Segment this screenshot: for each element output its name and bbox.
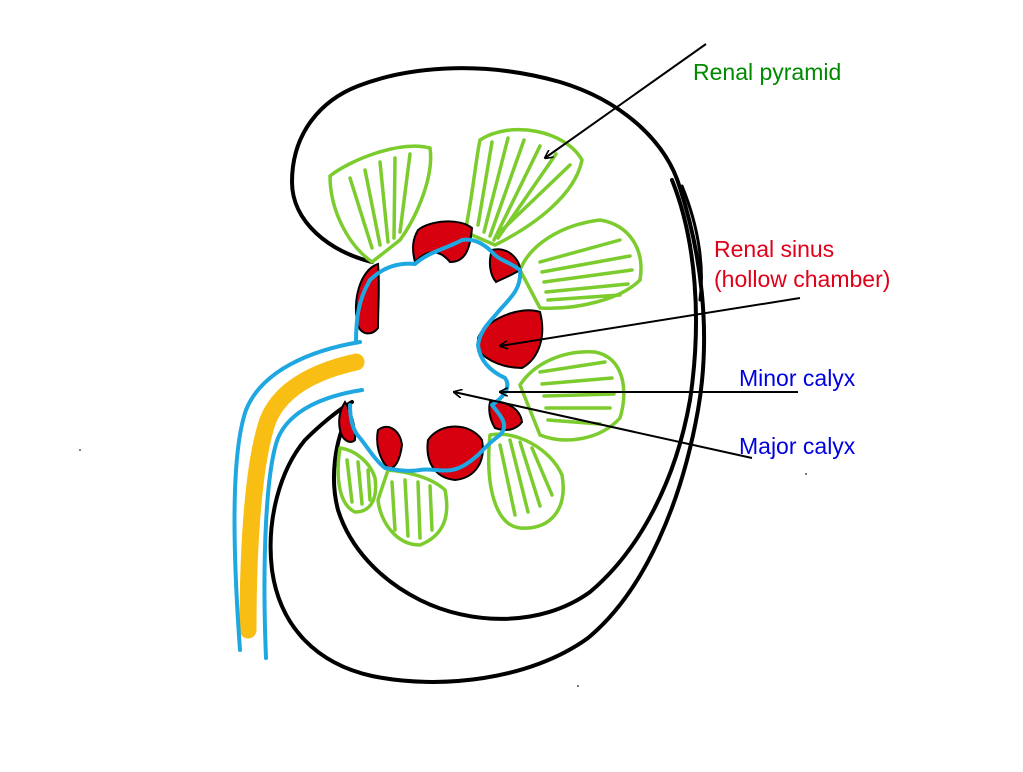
- label-renal-sinus-line2: (hollow chamber): [714, 266, 891, 292]
- pyramid-5-striations: [498, 438, 554, 517]
- kidney-inner-contour-detail: [680, 184, 703, 302]
- ureter-outer-edge: [232, 340, 362, 652]
- calyx-1: [355, 262, 380, 335]
- pyramid-5: [487, 432, 565, 530]
- pyramid-2-striations: [476, 136, 572, 242]
- pyramid-7: [336, 446, 378, 514]
- pyramid-7-striations: [345, 458, 372, 506]
- pointer-renal-pyramid: [545, 43, 707, 158]
- kidney-capsule-outline: [268, 66, 707, 684]
- pointer-major-calyx: [454, 392, 753, 459]
- calyx-2: [412, 220, 474, 265]
- label-minor-calyx: Minor calyx: [739, 365, 856, 391]
- label-major-calyx: Major calyx: [739, 433, 856, 459]
- pyramid-2: [463, 127, 584, 247]
- pyramid-3: [518, 218, 643, 310]
- pyramid-6: [376, 468, 449, 547]
- renal-pelvis-outline: [348, 237, 523, 473]
- pyramid-6-striations: [390, 478, 434, 540]
- label-renal-pyramid: Renal pyramid: [693, 59, 842, 85]
- renal-pyramids: [328, 127, 643, 547]
- pointer-lines: [454, 43, 801, 459]
- calyx-4: [477, 309, 544, 370]
- pyramid-1-striations: [348, 152, 412, 250]
- label-renal-sinus: Renal sinus (hollow chamber): [714, 234, 890, 294]
- calyx-7: [376, 425, 404, 470]
- paper-specks: [79, 449, 807, 687]
- pointer-renal-sinus: [500, 297, 801, 346]
- ureter-fill: [239, 353, 365, 639]
- speck-2: [805, 473, 807, 475]
- pyramid-4-striations: [538, 360, 616, 426]
- pyramid-4: [518, 350, 626, 442]
- speck-1: [79, 449, 81, 451]
- label-renal-sinus-line1: Renal sinus: [714, 236, 835, 262]
- kidney-inner-contour: [332, 178, 698, 621]
- pyramid-3-striations: [538, 238, 634, 302]
- speck-3: [577, 685, 579, 687]
- pyramid-1: [328, 144, 433, 264]
- ureter-inner-edge: [262, 388, 364, 660]
